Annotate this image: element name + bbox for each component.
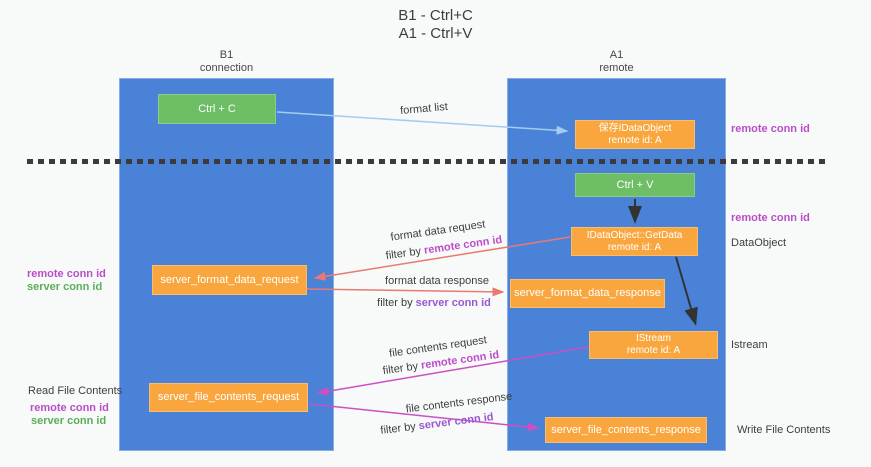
- write-file-contents-annotation: Write File Contents: [737, 424, 831, 436]
- server-format-data-request-box: server_format_data_request: [152, 265, 307, 295]
- server-file-contents-request-label: server_file_contents_request: [157, 391, 300, 403]
- filter-by-text: filter by: [379, 420, 420, 437]
- server-file-contents-response-label: server_file_contents_response: [551, 423, 701, 436]
- istream-box: IStream remote id: A: [589, 331, 718, 359]
- server-format-data-response-label: server_format_data_response: [514, 287, 661, 299]
- server-format-data-request-label: server_format_data_request: [160, 273, 299, 286]
- dataobject-annotation: DataObject: [731, 237, 787, 249]
- getdata-box: IDataObject::GetData remote id: A: [571, 227, 698, 256]
- read-server-conn-id-annotation: server conn id: [31, 415, 107, 427]
- istream-line2: remote id: A: [626, 345, 681, 356]
- istream-line1: IStream: [635, 333, 671, 344]
- column-a1-name: A1: [609, 49, 624, 61]
- server-conn-id-text: server conn id: [418, 411, 495, 433]
- file-contents-response-label: file contents response: [405, 390, 513, 416]
- read-file-contents-annotation: Read File Contents: [28, 385, 123, 397]
- format-data-response-filter-label: filter by server conn id: [377, 297, 491, 309]
- filter-by-text: filter by: [377, 297, 416, 309]
- filter-by-text: filter by: [382, 359, 422, 378]
- ctrl-c-label: Ctrl + C: [198, 102, 236, 115]
- filter-by-text: filter by: [385, 244, 425, 263]
- column-header-b1: B1 connection: [119, 49, 334, 75]
- server-conn-id-text: server conn id: [415, 297, 491, 309]
- save-dataobject-line2: remote id: A: [608, 134, 662, 146]
- format-data-response-arrow: [306, 287, 505, 297]
- ctrl-c-box: Ctrl + C: [158, 94, 276, 124]
- server-file-contents-response-box: server_file_contents_response: [545, 417, 707, 443]
- save-dataobject-box: 保存IDataObject remote id: A: [575, 120, 695, 149]
- remote-conn-id-annotation-top: remote conn id: [731, 123, 810, 135]
- read-remote-conn-id-annotation: remote conn id: [30, 402, 109, 414]
- format-data-response-label: format data response: [385, 275, 489, 287]
- left-remote-conn-id-annotation: remote conn id: [27, 268, 106, 280]
- column-header-a1: A1 remote: [507, 49, 726, 75]
- istream-annotation: Istream: [731, 339, 768, 351]
- getdata-line1: IDataObject::GetData: [586, 229, 683, 241]
- title-line-2: A1 - Ctrl+V: [398, 25, 473, 42]
- server-format-data-response-box: server_format_data_response: [510, 279, 665, 308]
- ctrl-v-box: Ctrl + V: [575, 173, 695, 197]
- file-contents-response-filter-label: filter by server conn id: [380, 411, 494, 437]
- column-a1-subtitle: remote: [599, 62, 634, 74]
- title-line-1: B1 - Ctrl+C: [398, 7, 473, 24]
- getdata-line2: remote id: A: [607, 241, 662, 253]
- save-dataobject-line1: 保存IDataObject: [598, 122, 672, 134]
- server-file-contents-request-box: server_file_contents_request: [149, 383, 308, 412]
- dashed-divider: [27, 159, 830, 164]
- ctrl-v-label: Ctrl + V: [616, 178, 654, 191]
- column-b1-name: B1: [219, 49, 234, 61]
- diagram-title: B1 - Ctrl+C A1 - Ctrl+V: [0, 7, 871, 43]
- column-b1-subtitle: connection: [199, 62, 254, 74]
- remote-conn-id-annotation-mid: remote conn id: [731, 212, 810, 224]
- left-server-conn-id-annotation: server conn id: [27, 281, 103, 293]
- format-list-label: format list: [399, 100, 449, 118]
